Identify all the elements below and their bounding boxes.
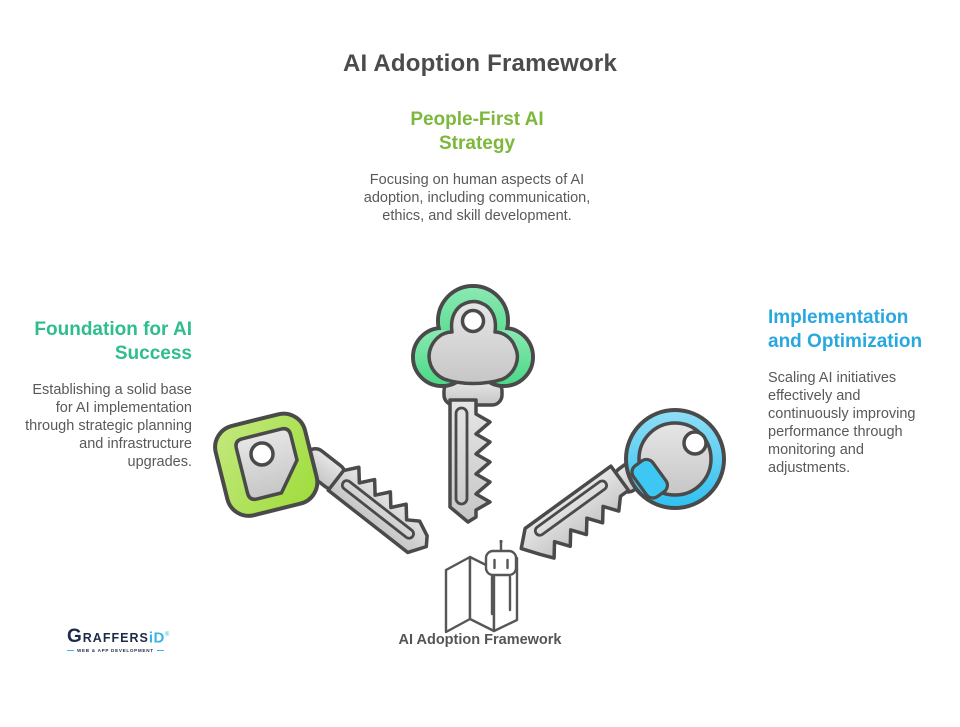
key-center-icon <box>411 284 535 524</box>
graffersid-logo: GRAFFERSiD® WEB & APP DEVELOPMENT <box>67 625 177 654</box>
map-icon <box>444 555 472 634</box>
logo-text-graffers: GRAFFERS <box>67 626 149 648</box>
robot-icon <box>484 549 518 577</box>
section-people-first-ai-strategy: People-First AI Strategy Focusing on hum… <box>362 108 592 225</box>
section-heading-people-first: People-First AI Strategy <box>410 109 544 154</box>
page-title: AI Adoption Framework <box>343 50 617 77</box>
section-heading-implementation: Implementation and Optimization <box>768 307 923 352</box>
section-body-people-first: Focusing on human aspects of AI adoption… <box>363 172 591 224</box>
section-body-foundation: Establishing a solid base for AI impleme… <box>25 382 192 470</box>
diagram-caption: AI Adoption Framework <box>398 632 562 648</box>
logo-wordmark: GRAFFERSiD® <box>67 625 177 648</box>
section-implementation-optimization: Implementation and Optimization Scaling … <box>768 306 936 477</box>
logo-text-id: iD <box>148 629 165 647</box>
logo-tagline: WEB & APP DEVELOPMENT <box>67 648 177 653</box>
map-robot-icon <box>444 539 519 634</box>
section-foundation-for-ai-success: Foundation for AI Success Establishing a… <box>18 318 192 471</box>
section-body-implementation: Scaling AI initiatives effectively and c… <box>768 370 916 476</box>
section-heading-foundation: Foundation for AI Success <box>34 319 192 364</box>
key-right-icon <box>519 408 726 560</box>
key-left-icon <box>213 411 429 555</box>
registered-trademark-icon: ® <box>164 632 170 638</box>
